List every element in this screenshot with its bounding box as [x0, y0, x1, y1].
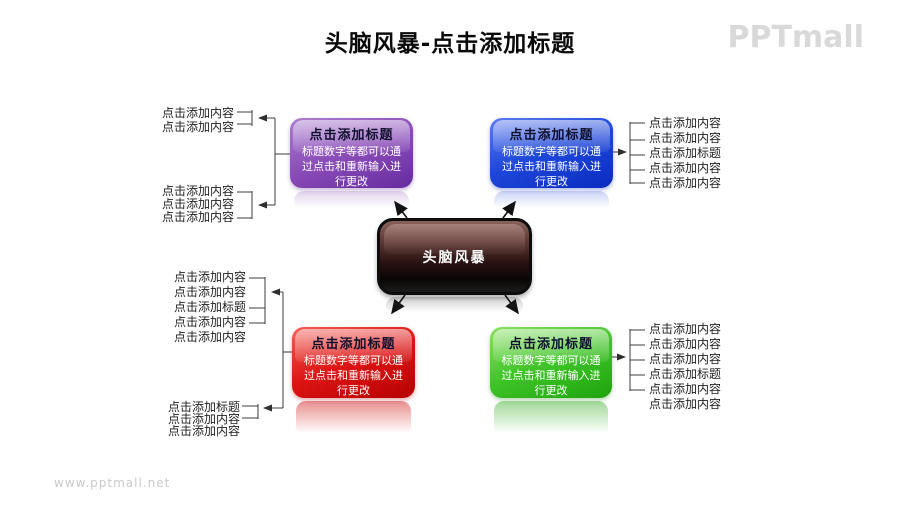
- box-body: 标题数字等都可以通过点击和重新输入进行更改: [502, 145, 601, 188]
- gloss-highlight: [293, 120, 410, 153]
- list-item[interactable]: 点击添加内容: [161, 184, 234, 198]
- gloss-highlight: [384, 224, 525, 254]
- pptmall-logo: PPTmall: [727, 20, 864, 55]
- box-title: 点击添加标题: [309, 128, 394, 143]
- list-item[interactable]: 点击添加内容: [173, 270, 246, 284]
- list-item[interactable]: 点击添加内容: [649, 382, 722, 396]
- topic-box-blue[interactable]: 点击添加标题 标题数字等都可以通过点击和重新输入进行更改: [490, 118, 613, 211]
- list-item[interactable]: 点击添加标题: [167, 400, 240, 414]
- list-item[interactable]: 点击添加内容: [649, 337, 722, 351]
- list-item[interactable]: 点击添加内容: [649, 116, 722, 130]
- list-item[interactable]: 点击添加内容: [161, 106, 234, 120]
- list-item[interactable]: 点击添加内容: [173, 315, 246, 329]
- gloss-highlight: [295, 329, 412, 362]
- list-item[interactable]: 点击添加标题: [649, 367, 722, 381]
- text-list-mid-left: 点击添加内容 点击添加内容 点击添加内容: [162, 185, 234, 224]
- list-item[interactable]: 点击添加内容: [649, 352, 722, 366]
- center-topic-label: 头脑风暴: [422, 249, 487, 266]
- list-item[interactable]: 点击添加内容: [167, 412, 240, 426]
- box-body: 标题数字等都可以通过点击和重新输入进行更改: [302, 145, 401, 188]
- list-item[interactable]: 点击添加内容: [649, 176, 722, 190]
- box-title: 点击添加标题: [311, 337, 396, 352]
- topic-box-red[interactable]: 点击添加标题 标题数字等都可以通过点击和重新输入进行更改: [292, 327, 415, 437]
- list-item[interactable]: 点击添加内容: [173, 330, 246, 344]
- page-title[interactable]: 头脑风暴-点击添加标题: [324, 31, 576, 57]
- list-item[interactable]: 点击添加标题: [649, 146, 722, 160]
- topic-box-green[interactable]: 点击添加标题 标题数字等都可以通过点击和重新输入进行更改: [490, 327, 612, 437]
- list-item[interactable]: 点击添加内容: [173, 285, 246, 299]
- gloss-highlight: [493, 329, 609, 362]
- text-list-bottom-left: 点击添加标题 点击添加内容 点击添加内容: [168, 401, 240, 437]
- text-list-top-left: 点击添加内容 点击添加内容: [162, 106, 234, 134]
- text-list-lower-left: 点击添加内容 点击添加内容 点击添加标题 点击添加内容 点击添加内容: [174, 270, 246, 345]
- list-item[interactable]: 点击添加内容: [161, 197, 234, 211]
- list-item[interactable]: 点击添加内容: [161, 120, 234, 134]
- text-list-right-top: 点击添加内容 点击添加内容 点击添加标题 点击添加内容 点击添加内容: [649, 116, 721, 191]
- list-item[interactable]: 点击添加内容: [167, 424, 240, 438]
- list-item[interactable]: 点击添加标题: [173, 300, 246, 314]
- list-item[interactable]: 点击添加内容: [161, 210, 234, 224]
- box-title: 点击添加标题: [508, 337, 593, 352]
- text-list-right-bottom: 点击添加内容 点击添加内容 点击添加内容 点击添加标题 点击添加内容 点击添加内…: [649, 322, 721, 412]
- topic-box-purple[interactable]: 点击添加标题 标题数字等都可以通过点击和重新输入进行更改: [290, 118, 413, 211]
- list-item[interactable]: 点击添加内容: [649, 131, 722, 145]
- list-item[interactable]: 点击添加内容: [649, 397, 722, 411]
- watermark: www.pptmall.net: [54, 476, 171, 490]
- box-body: 标题数字等都可以通过点击和重新输入进行更改: [304, 354, 403, 397]
- box-body: 标题数字等都可以通过点击和重新输入进行更改: [501, 354, 601, 397]
- center-topic-box[interactable]: 头脑风暴: [377, 218, 532, 315]
- box-title: 点击添加标题: [509, 128, 594, 143]
- list-item[interactable]: 点击添加内容: [649, 322, 722, 336]
- list-item[interactable]: 点击添加内容: [649, 161, 722, 175]
- gloss-highlight: [493, 120, 610, 153]
